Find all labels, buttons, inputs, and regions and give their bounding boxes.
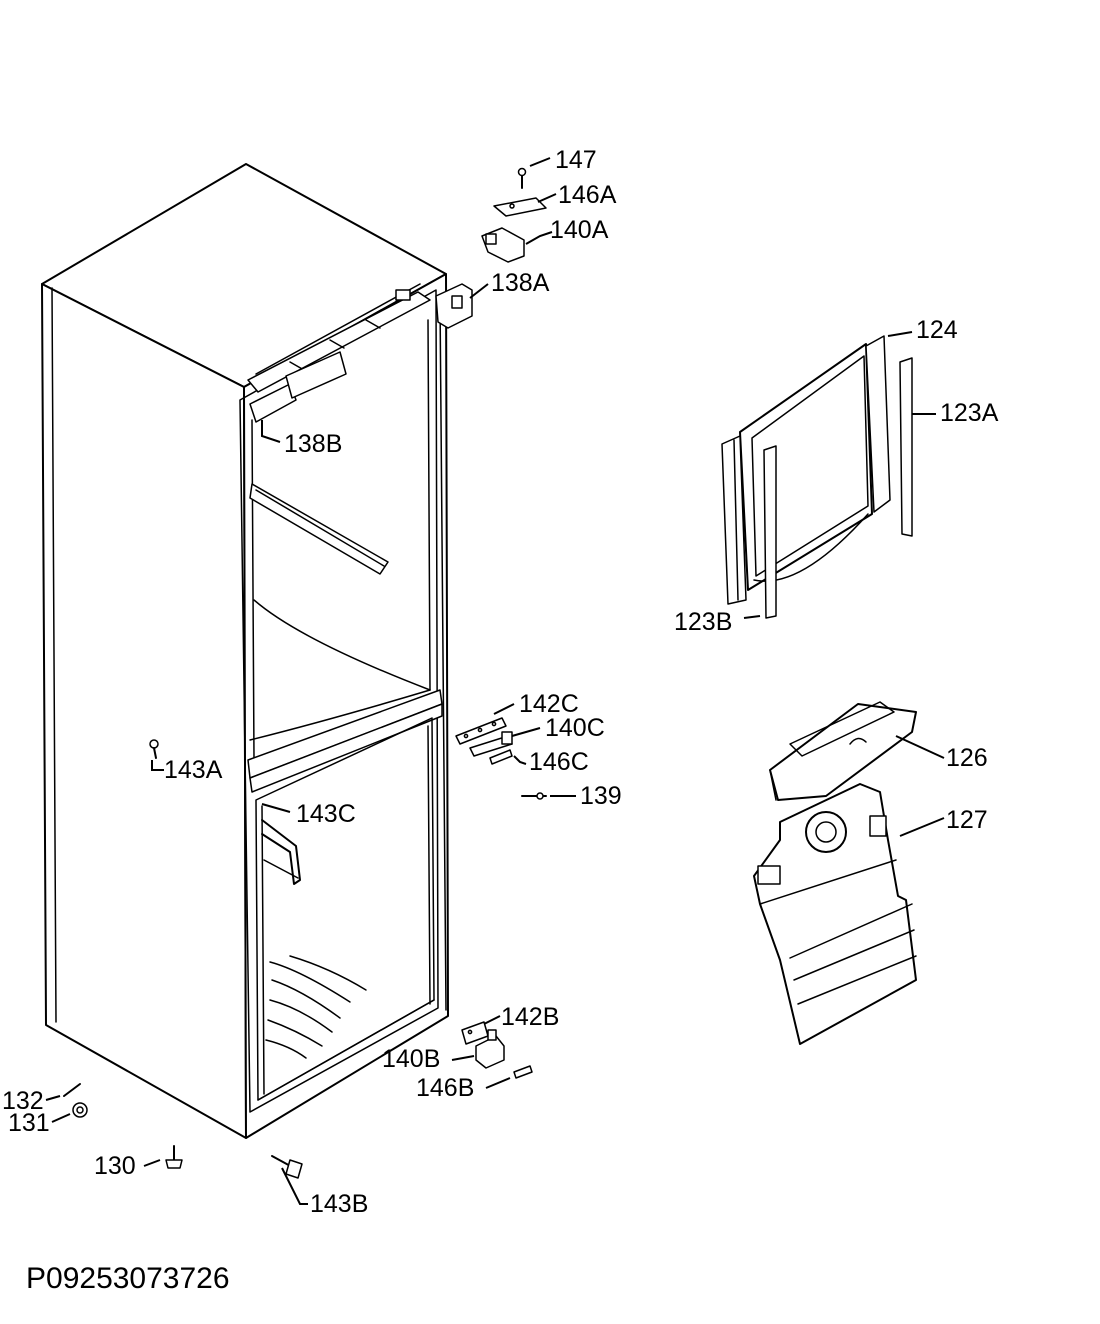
part-142C	[455, 717, 507, 745]
label-142C: 142C	[519, 690, 579, 718]
part-labels: 147 146A 140A 138A 124 123A 138B 123B 14…	[2, 146, 999, 1218]
hinge-140A	[481, 227, 525, 263]
label-146A: 146A	[558, 181, 617, 209]
foot-130	[165, 1145, 183, 1169]
fan-cover-127	[753, 783, 917, 1045]
label-123A: 123A	[940, 399, 999, 427]
leader-lines	[45, 157, 945, 1205]
cabinet-body	[41, 163, 449, 1139]
document-id: P09253073726	[26, 1262, 230, 1295]
part-146C	[489, 749, 513, 765]
label-124: 124	[916, 316, 958, 344]
part-146B	[513, 1065, 533, 1079]
label-140B: 140B	[382, 1045, 440, 1073]
hinge-plate-146A	[493, 197, 547, 217]
label-143C: 143C	[296, 800, 356, 828]
screw-143A	[149, 739, 159, 759]
screw-147	[517, 167, 527, 189]
screw-139	[521, 792, 547, 800]
hinge-cover-138A	[435, 283, 473, 329]
label-132: 132	[2, 1087, 44, 1115]
air-duct-126	[769, 701, 917, 801]
label-139: 139	[580, 782, 622, 810]
label-146C: 146C	[529, 748, 589, 776]
label-131: 131	[8, 1109, 50, 1137]
label-142B: 142B	[501, 1003, 559, 1031]
bushing-131	[72, 1102, 88, 1118]
label-138B: 138B	[284, 430, 342, 458]
label-126: 126	[946, 744, 988, 772]
label-140C: 140C	[545, 714, 605, 742]
label-123B: 123B	[674, 608, 732, 636]
foot-143B	[271, 1155, 303, 1179]
label-138A: 138A	[491, 269, 550, 297]
part-142B	[461, 1021, 489, 1045]
label-127: 127	[946, 806, 988, 834]
door-assembly	[721, 335, 913, 619]
label-143B: 143B	[310, 1190, 368, 1218]
part-140C	[469, 731, 513, 757]
pin-132	[63, 1083, 81, 1097]
part-138B	[249, 351, 347, 423]
hinge-140B	[475, 1029, 505, 1069]
label-146B: 146B	[416, 1074, 474, 1102]
label-130: 130	[94, 1152, 136, 1180]
label-140A: 140A	[550, 216, 609, 244]
label-143A: 143A	[164, 756, 223, 784]
label-147: 147	[555, 146, 597, 174]
